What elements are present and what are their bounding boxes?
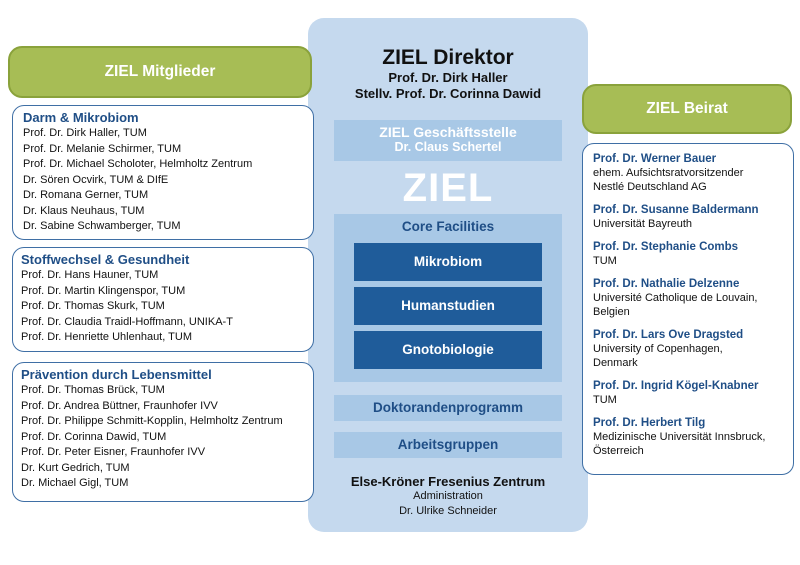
advisor-entry: Prof. Dr. Lars Ove Dragsted University o…	[593, 328, 783, 370]
advisor-name: Prof. Dr. Nathalie Delzenne	[593, 278, 740, 290]
core-facilities-label: Core Facilities	[401, 219, 495, 234]
advisor-affiliation: Universität Bayreuth	[593, 218, 693, 230]
advisor-entry: Prof. Dr. Werner Bauer ehem. Aufsichtsra…	[593, 152, 783, 194]
ekfz-person: Dr. Ulrike Schneider	[399, 505, 497, 517]
director-title: ZIEL Direktor	[382, 46, 514, 69]
facility-gnotobiologie: Gnotobiologie	[354, 331, 542, 369]
advisor-affiliation: TUM	[593, 255, 617, 267]
advisor-affiliation: TUM	[593, 394, 617, 406]
member-item: Prof. Dr. Henriette Uhlenhaut, TUM	[21, 331, 192, 343]
member-item: Dr. Kurt Gedrich, TUM	[21, 461, 130, 474]
advisor-affiliation: Université Catholique de Louvain,	[593, 292, 758, 304]
advisor-entry: Prof. Dr. Nathalie Delzenne Université C…	[593, 277, 783, 319]
facility-mikrobiom: Mikrobiom	[354, 243, 542, 281]
advisor-name: Prof. Dr. Werner Bauer	[593, 153, 717, 165]
member-item: Prof. Dr. Melanie Schirmer, TUM	[23, 142, 182, 155]
advisor-entry: Prof. Dr. Susanne Baldermann Universität…	[593, 203, 783, 231]
member-item: Prof. Dr. Dirk Haller, TUM	[23, 127, 147, 139]
member-item: Prof. Dr. Andrea Büttner, Fraunhofer IVV	[21, 399, 218, 412]
group-title: Darm & Mikrobiom	[23, 110, 139, 125]
member-item: Prof. Dr. Claudia Traidl-Hoffmann, UNIKA…	[21, 315, 233, 328]
advisor-affiliation: Denmark	[593, 357, 638, 369]
office-title: ZIEL Geschäftsstelle	[379, 124, 517, 140]
group-title: Prävention durch Lebensmittel	[21, 367, 212, 382]
advisory-header: ZIEL Beirat	[582, 84, 792, 134]
advisor-name: Prof. Dr. Ingrid Kögel-Knabner	[593, 380, 759, 392]
advisor-affiliation: Belgien	[593, 306, 630, 318]
member-item: Prof. Dr. Peter Eisner, Fraunhofer IVV	[21, 446, 206, 458]
member-item: Prof. Dr. Hans Hauner, TUM	[21, 269, 159, 281]
member-item: Prof. Dr. Michael Scholoter, Helmholtz Z…	[23, 158, 253, 170]
advisor-name: Prof. Dr. Herbert Tilg	[593, 417, 706, 429]
member-item: Dr. Michael Gigl, TUM	[21, 477, 129, 489]
advisory-box: Prof. Dr. Werner Bauer ehem. Aufsichtsra…	[582, 143, 794, 475]
advisor-affiliation: Nestlé Deutschland AG	[593, 181, 707, 193]
ziel-brand: ZIEL	[402, 166, 494, 210]
member-item: Prof. Dr. Corinna Dawid, TUM	[21, 430, 167, 443]
advisor-name: Prof. Dr. Susanne Baldermann	[593, 204, 759, 216]
deputy-director: Stellv. Prof. Dr. Corinna Dawid	[354, 86, 542, 101]
advisor-entry: Prof. Dr. Herbert Tilg Medizinische Univ…	[593, 416, 783, 458]
working-groups: Arbeitsgruppen	[334, 432, 562, 458]
member-item: Dr. Klaus Neuhaus, TUM	[23, 204, 145, 217]
office-person: Dr. Claus Schertel	[394, 140, 502, 154]
member-item: Prof. Dr. Martin Klingenspor, TUM	[21, 284, 186, 297]
advisor-affiliation: ehem. Aufsichtsratvorsitzender	[593, 167, 744, 179]
members-header: ZIEL Mitglieder	[8, 46, 312, 98]
group-praevention-lebensmittel: Prävention durch Lebensmittel Prof. Dr. …	[12, 362, 314, 502]
member-item: Prof. Dr. Thomas Skurk, TUM	[21, 300, 165, 312]
advisor-name: Prof. Dr. Lars Ove Dragsted	[593, 329, 744, 341]
ekfz-title: Else-Kröner Fresenius Zentrum	[350, 474, 546, 489]
advisor-entry: Prof. Dr. Stephanie Combs TUM	[593, 240, 783, 268]
advisor-affiliation: Österreich	[593, 445, 644, 457]
member-item: Prof. Dr. Philippe Schmitt-Kopplin, Helm…	[21, 415, 283, 427]
group-stoffwechsel-gesundheit: Stoffwechsel & Gesundheit Prof. Dr. Hans…	[12, 247, 314, 352]
member-item: Dr. Sören Ocvirk, TUM & DIfE	[23, 173, 169, 186]
member-item: Dr. Sabine Schwamberger, TUM	[23, 220, 181, 232]
doctoral-program: Doktorandenprogramm	[334, 395, 562, 421]
advisor-affiliation: Medizinische Universität Innsbruck,	[593, 431, 766, 443]
group-darm-mikrobiom: Darm & Mikrobiom Prof. Dr. Dirk Haller, …	[12, 105, 314, 240]
advisor-affiliation: University of Copenhagen,	[593, 343, 723, 355]
member-item: Prof. Dr. Thomas Brück, TUM	[21, 384, 165, 396]
director-name: Prof. Dr. Dirk Haller	[388, 70, 508, 85]
ekfz-admin: Administration	[413, 490, 483, 502]
advisor-entry: Prof. Dr. Ingrid Kögel-Knabner TUM	[593, 379, 783, 407]
office-box: ZIEL Geschäftsstelle Dr. Claus Schertel	[334, 120, 562, 161]
facility-humanstudien: Humanstudien	[354, 287, 542, 325]
advisor-name: Prof. Dr. Stephanie Combs	[593, 241, 739, 253]
group-title: Stoffwechsel & Gesundheit	[21, 252, 190, 267]
member-item: Dr. Romana Gerner, TUM	[23, 189, 149, 201]
